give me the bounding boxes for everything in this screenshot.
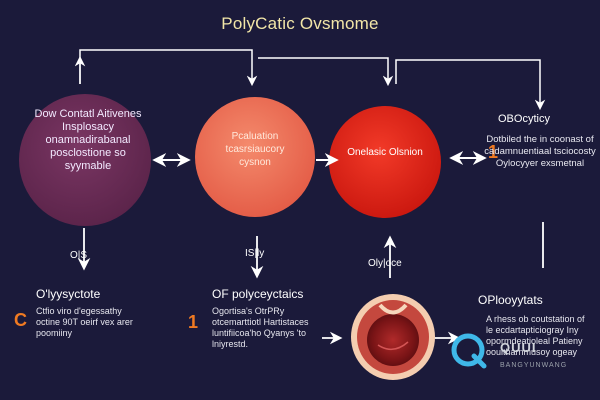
right-panel-description: Dotbiled the in coonast of cadamnuentiaa…: [484, 134, 596, 169]
connector-label-center: IS|ly: [245, 248, 265, 259]
bottom-right-title: OPlooyytats: [478, 293, 543, 307]
watermark-title: QUUI: [500, 340, 537, 355]
right-panel-title: OBOcyticy: [498, 113, 550, 125]
bottom-left-description: Ctfio viro d'egessathy octine 90T oeirf …: [36, 306, 133, 338]
node-center-circle: [195, 97, 315, 217]
connector-right-to-panel: [395, 59, 546, 111]
connector-left-to-center: [79, 49, 258, 87]
top-connectors: [74, 49, 546, 111]
bottom-center-number: 1: [188, 312, 199, 332]
bottom-left-title: O'lyysyctote: [36, 287, 101, 301]
diagram-title: PolyCatic Ovsmome: [221, 14, 379, 33]
bottom-right-description: A rhess ob coutstation of le ecdartaptic…: [486, 314, 585, 357]
node-left-label: Dow Contatl Aitivenes Insplosacy onamnad…: [34, 108, 142, 172]
node-right-label: Onelasic Olsnion: [347, 147, 423, 158]
watermark-logo-icon: [451, 333, 487, 369]
node-center-label: Pcaluation tcasrsiaucory cysnon: [225, 131, 285, 168]
bottom-center-title: OF polyceyctaics: [212, 287, 304, 301]
bottom-left-number: C: [14, 310, 27, 330]
bottom-center-description: Ogortisa's OtrPRy otcemarttiotl Hartista…: [212, 306, 309, 349]
connector-label-left: O|S: [70, 250, 88, 261]
right-marker-number: 1: [488, 142, 499, 162]
node-right-circle: [329, 106, 441, 218]
node-left-circle: [19, 94, 151, 226]
connector-center-to-right: [258, 57, 394, 87]
organ-illustration: [351, 294, 435, 380]
connector-label-right: Oly|oce: [368, 258, 402, 269]
watermark-subtitle: BANGYUNWANG: [500, 362, 568, 369]
